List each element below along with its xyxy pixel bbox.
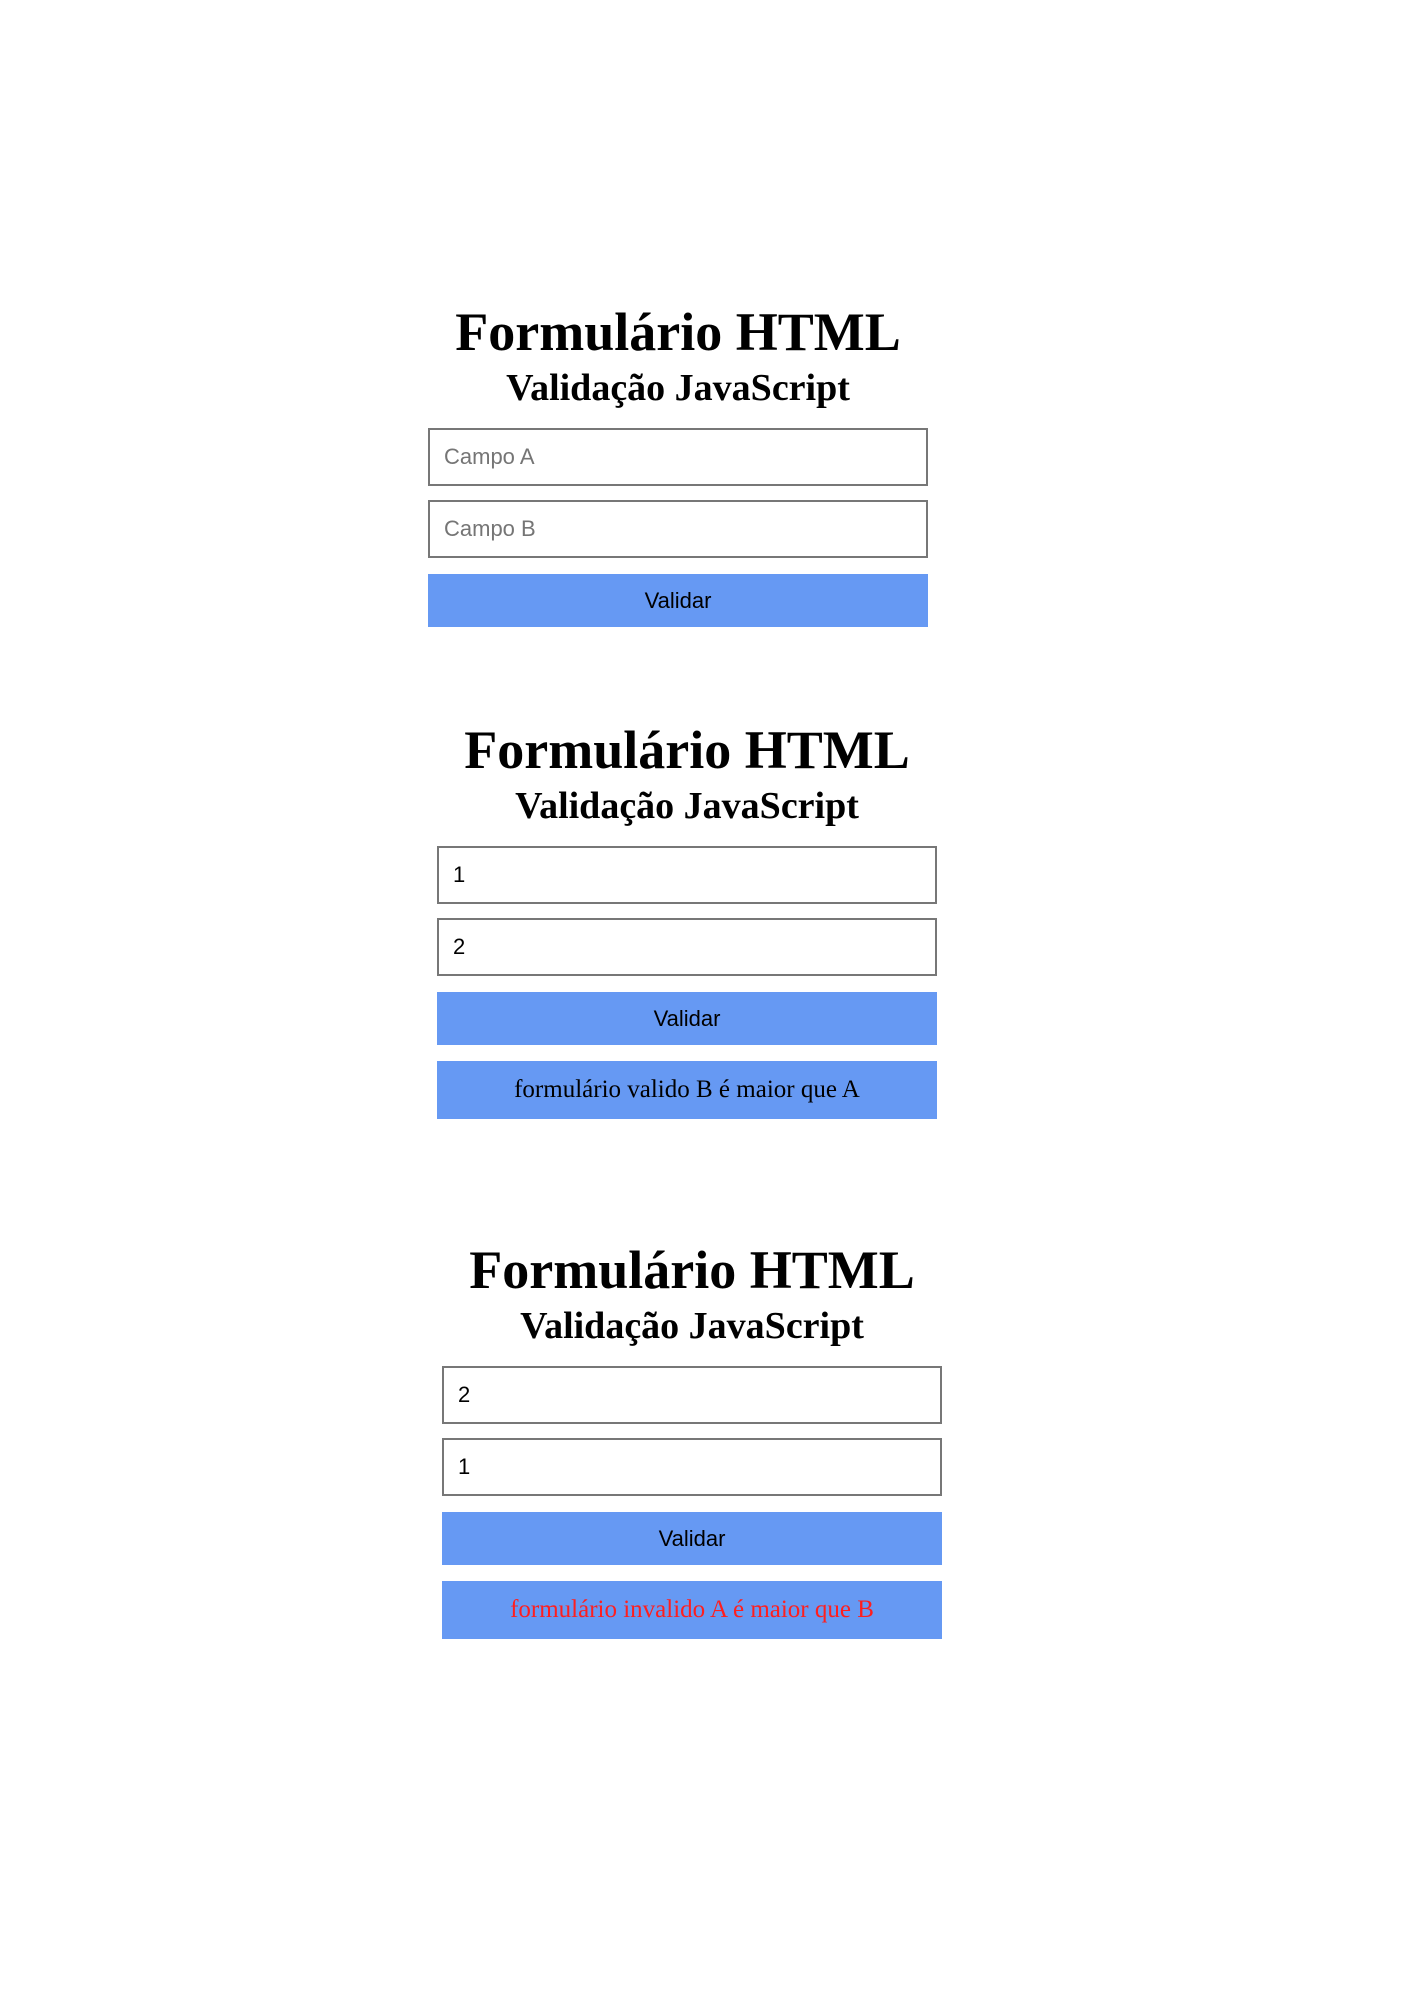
campo-b-input[interactable] [428,500,928,558]
campo-a-input[interactable] [437,846,937,904]
page-subtitle: Validação JavaScript [506,367,850,409]
page-title: Formulário HTML [455,302,901,362]
page-subtitle: Validação JavaScript [515,785,859,827]
validate-button[interactable]: Validar [437,992,937,1045]
form-invalid: Formulário HTML Validação JavaScript Val… [442,1238,942,1639]
form-empty: Formulário HTML Validação JavaScript Val… [428,300,928,627]
validation-result-message: formulário valido B é maior que A [437,1061,937,1119]
page-title: Formulário HTML [469,1240,915,1300]
campo-b-input[interactable] [437,918,937,976]
campo-a-input[interactable] [428,428,928,486]
campo-a-input[interactable] [442,1366,942,1424]
validation-result-message: formulário invalido A é maior que B [442,1581,942,1639]
page-subtitle: Validação JavaScript [520,1305,864,1347]
validate-button[interactable]: Validar [442,1512,942,1565]
validate-button[interactable]: Validar [428,574,928,627]
form-valid: Formulário HTML Validação JavaScript Val… [437,718,937,1119]
page-title: Formulário HTML [464,720,910,780]
campo-b-input[interactable] [442,1438,942,1496]
